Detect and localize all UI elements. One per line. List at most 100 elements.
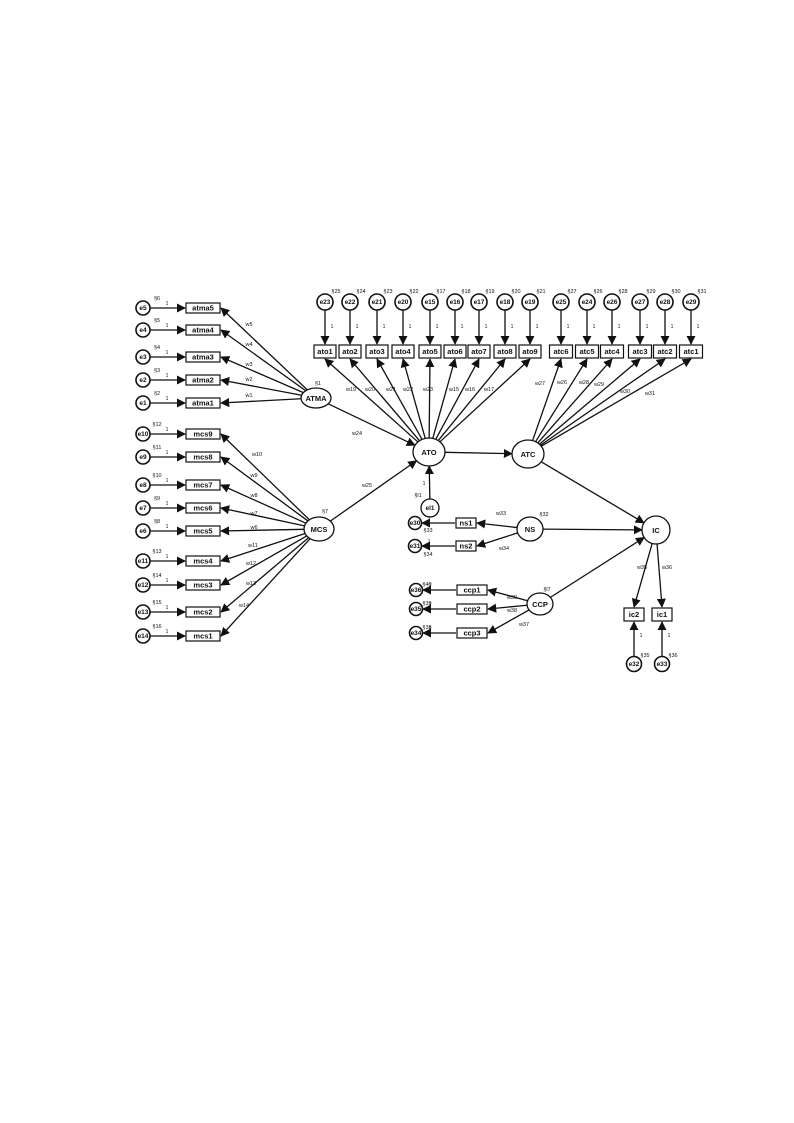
loading-label-w14: w14 <box>238 603 249 609</box>
indicator-ns1 <box>455 517 477 529</box>
error-label-e9: e9 <box>139 454 147 461</box>
loading-label-w27: w27 <box>534 381 545 387</box>
latent-label-mcs: MCS <box>311 525 328 534</box>
indicator-ato2 <box>338 344 362 359</box>
variance-label-ns: §32 <box>539 512 548 518</box>
loading-label-w12: w12 <box>245 561 256 567</box>
error-e10 <box>135 426 151 442</box>
loading-arrow <box>540 358 666 446</box>
loading-label-w6: w6 <box>249 525 257 531</box>
error-label-e16: e16 <box>450 299 461 306</box>
path-mcs-ato <box>329 460 418 522</box>
error-e20 <box>394 293 412 311</box>
latent-ic <box>641 515 671 545</box>
variance-e34: §38 <box>422 625 431 631</box>
indicator-mcs1 <box>185 630 221 642</box>
indicator-atc3 <box>627 344 653 359</box>
latent-atma <box>300 387 332 409</box>
fixed-loading: 1 <box>428 516 431 522</box>
indicator-atma2 <box>185 374 221 386</box>
loading-arrow <box>220 456 309 522</box>
fixed-loading: 1 <box>166 301 169 307</box>
loading-arrow <box>220 484 307 524</box>
loading-label-w23: w23 <box>422 387 433 393</box>
error-e23 <box>316 293 334 311</box>
indicator-label-mcs8: mcs8 <box>193 453 212 462</box>
indicator-atc4 <box>599 344 625 359</box>
variance-e18: §20 <box>511 289 520 295</box>
error-e9 <box>135 449 151 465</box>
loading-label-w33: w33 <box>495 511 506 517</box>
error-label-e35: e35 <box>411 606 422 613</box>
error-label-e14: e14 <box>138 633 149 640</box>
indicator-ccp3 <box>456 627 488 639</box>
indicator-label-ato9: ato9 <box>522 347 537 356</box>
indicator-label-ato5: ato5 <box>422 347 437 356</box>
error-e21 <box>368 293 386 311</box>
loading-label-w19: w19 <box>345 387 356 393</box>
fixed-loading: 1 <box>618 324 621 330</box>
loading-arrow <box>432 358 458 439</box>
error-label-e1: e1 <box>139 400 147 407</box>
error-e32 <box>625 655 643 673</box>
indicator-label-ato2: ato2 <box>342 347 357 356</box>
variance-e13: §15 <box>152 600 161 606</box>
indicator-ato7 <box>467 344 491 359</box>
error-e35 <box>408 601 424 617</box>
indicator-atc2 <box>652 344 678 359</box>
variance-e11: §13 <box>152 549 161 555</box>
fixed-loading: 1 <box>461 324 464 330</box>
fixed-loading: 1 <box>383 324 386 330</box>
fixed-loading: 1 <box>409 324 412 330</box>
error-e6 <box>135 523 151 539</box>
loading-arrow <box>220 433 310 521</box>
fixed-loading: 1 <box>640 633 643 639</box>
loading-label-w37: w37 <box>518 622 529 628</box>
error-label-e36: e36 <box>411 587 422 594</box>
loading-arrow <box>220 356 304 394</box>
variance-e31: §34 <box>423 552 432 558</box>
fixed-loading: 1 <box>166 629 169 635</box>
fixed-loading: 1 <box>166 350 169 356</box>
indicator-mcs3 <box>185 579 221 591</box>
loading-label-w9: w9 <box>249 473 257 479</box>
latent-label-ato: ATO <box>421 448 436 457</box>
fixed-loading: 1 <box>485 324 488 330</box>
error-label-e6: e6 <box>139 528 147 535</box>
error-e8 <box>135 477 151 493</box>
variance-e27: §29 <box>646 289 655 295</box>
loading-label-w30: w30 <box>619 389 630 395</box>
indicator-atc1 <box>678 344 704 359</box>
error-e12 <box>135 577 151 593</box>
fixed-loading: 1 <box>166 605 169 611</box>
loading-arrow <box>324 358 419 443</box>
variance-e5: §6 <box>154 296 160 302</box>
fixed-loading: 1 <box>166 427 169 433</box>
error-label-e2: e2 <box>139 377 147 384</box>
indicator-ccp2 <box>456 603 488 615</box>
indicator-ato8 <box>493 344 517 359</box>
variance-e10: §12 <box>152 422 161 428</box>
variance-label-el1: §l1 <box>414 493 421 499</box>
error-label-e5: e5 <box>139 305 147 312</box>
error-e27 <box>631 293 649 311</box>
indicator-label-atma5: atma5 <box>192 304 214 313</box>
error-e22 <box>341 293 359 311</box>
loading-arrow <box>631 543 653 608</box>
indicator-mcs9 <box>185 428 221 440</box>
error-label-e27: e27 <box>635 299 646 306</box>
loading-label-w7: w7 <box>249 511 257 517</box>
indicator-label-ccp3: ccp3 <box>463 629 480 638</box>
fixed-loading: 1 <box>671 324 674 330</box>
error-label-e7: e7 <box>139 505 147 512</box>
error-label-e33: e33 <box>657 661 668 668</box>
error-label-e24: e24 <box>582 299 593 306</box>
error-label-e20: e20 <box>398 299 409 306</box>
error-label-e34: e34 <box>411 630 422 637</box>
variance-e6: §8 <box>154 519 160 525</box>
indicator-label-ns1: ns1 <box>460 519 473 528</box>
variance-e21: §23 <box>383 289 392 295</box>
loading-arrow <box>537 358 613 444</box>
loading-arrow <box>531 358 563 441</box>
variance-e16: §18 <box>461 289 470 295</box>
